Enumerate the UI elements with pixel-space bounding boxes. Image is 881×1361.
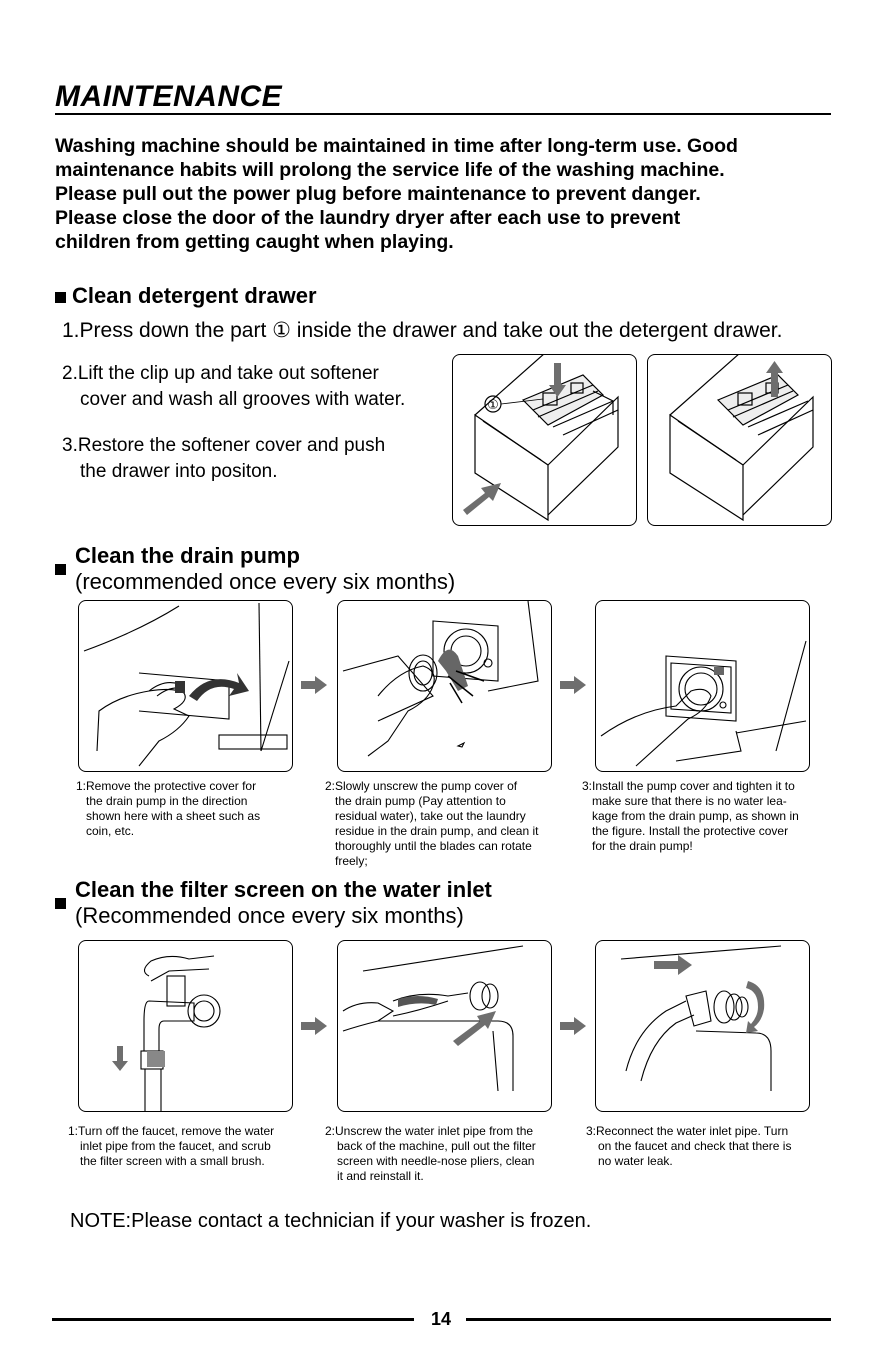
intro-line: Washing machine should be maintained in … bbox=[55, 135, 738, 157]
caption-line: residual water), take out the laundry bbox=[335, 809, 526, 823]
caption-line: 3:Install the pump cover and tighten it … bbox=[582, 779, 795, 793]
detergent-step-2-line-2: cover and wash all grooves with water. bbox=[80, 389, 406, 410]
caption-line: coin, etc. bbox=[86, 824, 135, 838]
reconnect-illustration bbox=[620, 945, 782, 1091]
intro-line: children from getting caught when playin… bbox=[55, 231, 454, 253]
filter-figure-reconnect bbox=[595, 940, 810, 1112]
page-number: 14 bbox=[430, 1309, 452, 1329]
pump-figure-remove-cover bbox=[78, 600, 293, 772]
caption-line: 2:Slowly unscrew the pump cover of bbox=[325, 779, 518, 793]
caption-line: the drain pump in the direction bbox=[86, 794, 248, 808]
bullet-icon bbox=[55, 898, 66, 909]
detergent-step-3-line-2: the drawer into positon. bbox=[80, 461, 278, 482]
intro-line: Please pull out the power plug before ma… bbox=[55, 183, 701, 205]
pump-caption-2: 2:Slowly unscrew the pump cover of the d… bbox=[325, 779, 538, 869]
caption-line: 1:Turn off the faucet, remove the water bbox=[68, 1124, 275, 1138]
filter-caption-2: 2:Unscrew the water inlet pipe from the … bbox=[325, 1124, 536, 1184]
caption-line: 3:Reconnect the water inlet pipe. Turn bbox=[586, 1124, 789, 1138]
drawer-press-illustration: ① bbox=[463, 355, 619, 522]
intro-paragraph: Washing machine should be maintained in … bbox=[55, 134, 855, 254]
caption-line: back of the machine, pull out the filter bbox=[337, 1139, 536, 1153]
pump-figure-install bbox=[595, 600, 810, 772]
caption-line: kage from the drain pump, as shown in bbox=[592, 809, 799, 823]
caption-line: 2:Unscrew the water inlet pipe from the bbox=[325, 1124, 534, 1138]
pump-install-illustration bbox=[600, 640, 807, 767]
next-step-arrow-icon bbox=[560, 676, 586, 694]
caption-line: on the faucet and check that there is bbox=[598, 1139, 792, 1153]
detergent-step-1: 1.Press down the part ① inside the drawe… bbox=[62, 319, 783, 342]
filter-caption-1: 1:Turn off the faucet, remove the water … bbox=[68, 1124, 274, 1169]
title-rule bbox=[55, 113, 831, 115]
pump-remove-illustration bbox=[83, 602, 290, 767]
caption-line: no water leak. bbox=[598, 1154, 673, 1168]
page-title: MAINTENANCE bbox=[55, 80, 283, 113]
drawer-figure-lift bbox=[647, 354, 832, 526]
caption-line: thoroughly until the blades can rotate bbox=[335, 839, 532, 853]
filter-heading: Clean the filter screen on the water inl… bbox=[75, 877, 492, 902]
pump-caption-1: 1:Remove the protective cover for the dr… bbox=[76, 779, 260, 839]
caption-line: the drain pump (Pay attention to bbox=[335, 794, 506, 808]
detergent-step-3-line-1: 3.Restore the softener cover and push bbox=[62, 435, 386, 456]
intro-line: maintenance habits will prolong the serv… bbox=[55, 159, 725, 181]
pump-caption-3: 3:Install the pump cover and tighten it … bbox=[582, 779, 799, 854]
next-step-arrow-icon bbox=[301, 1017, 327, 1035]
filter-figure-faucet bbox=[78, 940, 293, 1112]
drawer-figure-press: ① bbox=[452, 354, 637, 526]
filter-frequency: (Recommended once every six months) bbox=[75, 903, 464, 928]
filter-caption-3: 3:Reconnect the water inlet pipe. Turn o… bbox=[586, 1124, 791, 1169]
caption-line: shown here with a sheet such as bbox=[86, 809, 261, 823]
pliers-illustration bbox=[342, 945, 524, 1092]
detergent-step-2-line-1: 2.Lift the clip up and take out softener bbox=[62, 363, 379, 384]
pump-heading: Clean the drain pump bbox=[75, 543, 300, 568]
bullet-icon bbox=[55, 564, 66, 575]
next-step-arrow-icon bbox=[560, 1017, 586, 1035]
intro-line: Please close the door of the laundry dry… bbox=[55, 207, 681, 229]
bullet-icon bbox=[55, 292, 66, 303]
filter-figure-pliers bbox=[337, 940, 552, 1112]
frozen-note: NOTE:Please contact a technician if your… bbox=[70, 1210, 592, 1232]
caption-line: residue in the drain pump, and clean it bbox=[335, 824, 539, 838]
callout-marker: ① bbox=[487, 398, 499, 413]
caption-line: it and reinstall it. bbox=[337, 1169, 424, 1183]
pump-figure-unscrew bbox=[337, 600, 552, 772]
pump-frequency: (recommended once every six months) bbox=[75, 569, 456, 594]
caption-line: make sure that there is no water lea- bbox=[592, 794, 787, 808]
caption-line: 1:Remove the protective cover for bbox=[76, 779, 257, 793]
caption-line: screen with needle-nose pliers, clean bbox=[337, 1154, 535, 1168]
pump-unscrew-illustration bbox=[342, 601, 539, 757]
detergent-heading: Clean detergent drawer bbox=[72, 283, 317, 308]
faucet-illustration bbox=[112, 955, 221, 1111]
footer-rule-left bbox=[52, 1318, 414, 1321]
drawer-lift-illustration bbox=[669, 355, 814, 522]
caption-line: the filter screen with a small brush. bbox=[80, 1154, 265, 1168]
next-step-arrow-icon bbox=[301, 676, 327, 694]
caption-line: the figure. Install the protective cover bbox=[592, 824, 789, 838]
caption-line: freely; bbox=[335, 854, 368, 868]
caption-line: for the drain pump! bbox=[592, 839, 693, 853]
caption-line: inlet pipe from the faucet, and scrub bbox=[80, 1139, 271, 1153]
footer-rule-right bbox=[466, 1318, 831, 1321]
